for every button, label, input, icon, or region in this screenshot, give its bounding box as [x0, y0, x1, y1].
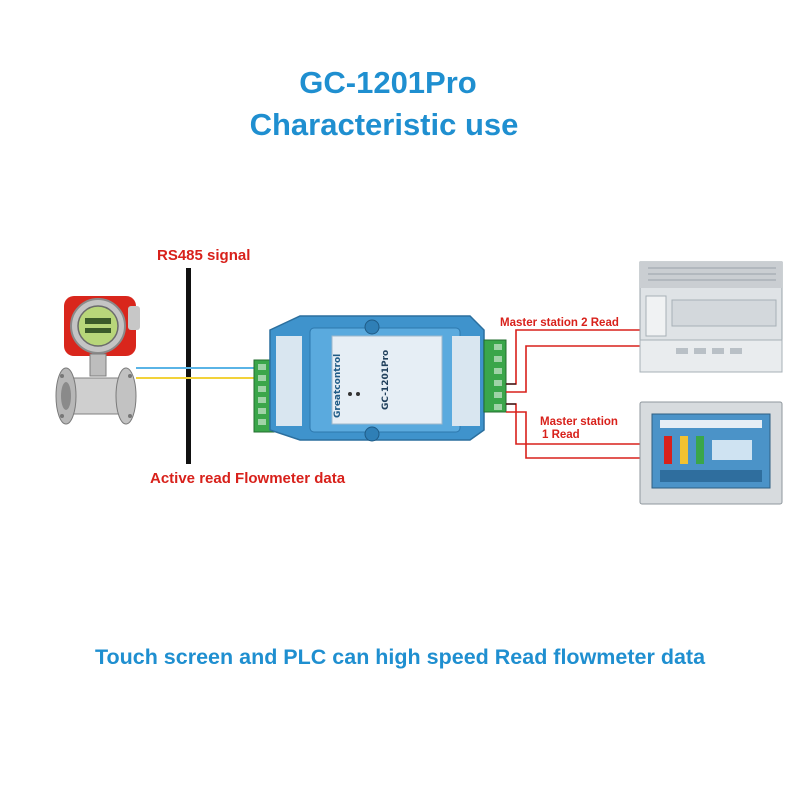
master-station-1-label-line2: 1 Read	[542, 429, 580, 441]
active-read-label: Active read Flowmeter data	[150, 470, 346, 487]
title-line-2: Characteristic use	[249, 107, 519, 142]
hmi-touch-screen-icon	[639, 401, 783, 505]
converter-device-icon	[253, 315, 507, 442]
rs485-signal-label: RS485 signal	[157, 247, 251, 264]
signal-divider-line	[186, 268, 191, 464]
footer-caption: Touch screen and PLC can high speed Read…	[94, 645, 706, 669]
plc-icon	[639, 261, 783, 373]
device-brand: Greatcontrol	[333, 354, 343, 418]
wire-master2-b	[506, 345, 640, 393]
master-station-1-label-line1: Master station	[540, 416, 618, 428]
wire-master1-b	[506, 411, 640, 459]
flowmeter-icon	[55, 296, 140, 425]
master-station-2-label: Master station 2 Read	[500, 317, 619, 329]
title-line-1: GC-1201Pro	[299, 65, 477, 100]
device-model: GC-1201Pro	[381, 350, 391, 410]
